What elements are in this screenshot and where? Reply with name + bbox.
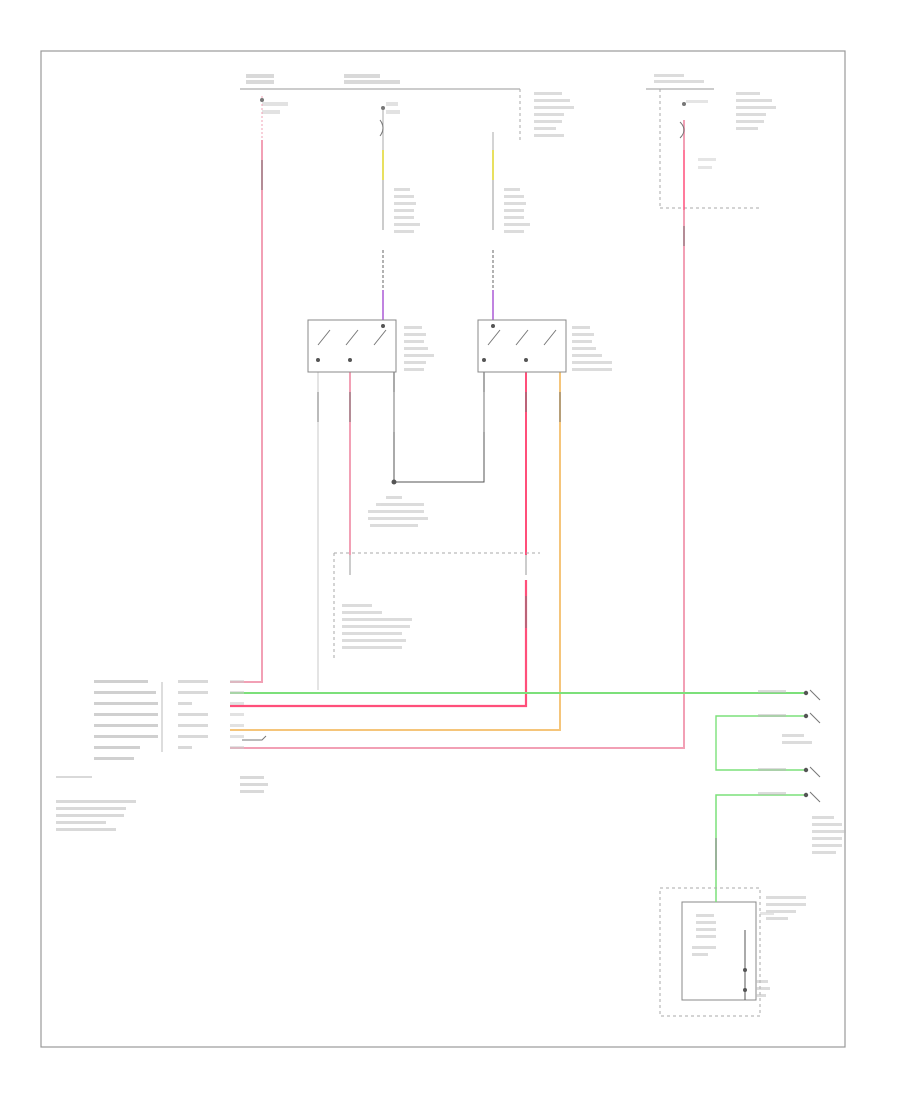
right-connectors	[758, 689, 846, 854]
diagram-border	[40, 50, 846, 1048]
bcm-connector	[56, 680, 268, 831]
seat-heater-assembly	[659, 887, 806, 1017]
wire-pink-right	[230, 120, 685, 749]
wire-right-green-down	[715, 794, 806, 895]
wire-ground-black	[393, 372, 485, 483]
wire-right-switch-orange	[230, 372, 561, 731]
switch-side-labels	[394, 188, 530, 233]
fuse-icons	[260, 98, 686, 139]
right-seat-heater-switch	[477, 319, 612, 373]
ground-splice	[368, 479, 428, 527]
fuse-block-left	[240, 74, 574, 140]
wire-pink-left	[230, 140, 263, 683]
heated-seat-relay-box	[333, 552, 540, 660]
wire-relay-hotpink	[230, 580, 528, 708]
left-seat-heater-switch	[307, 319, 434, 373]
fuse-block-right	[646, 74, 776, 209]
wire-stubs	[261, 160, 717, 870]
